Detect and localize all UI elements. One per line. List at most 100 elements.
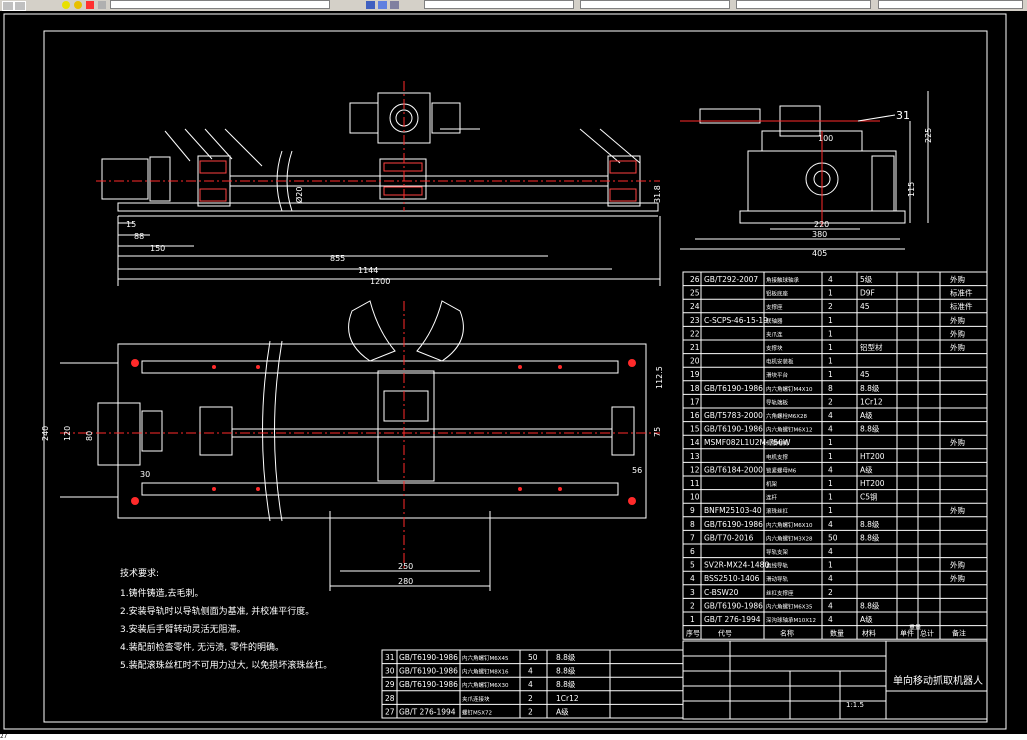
dim-88: 88 — [134, 232, 144, 241]
bom-cell-code: MSMF082L1U2M-750W — [704, 438, 791, 447]
bom-cell-code: GB/T6190-1986 — [704, 520, 763, 529]
bom2-cell-name: 螺钉M5X72 — [462, 708, 492, 716]
bom-cell-no: 25 — [690, 289, 700, 298]
dim-100: 100 — [818, 134, 833, 143]
bom-cell-name: 电机支撑 — [766, 453, 789, 461]
bom-cell-code: GB/T 276-1994 — [704, 615, 761, 624]
dim-220: 220 — [814, 220, 829, 229]
bom-cell-note: 外购 — [950, 315, 965, 325]
lock-icon[interactable] — [98, 1, 106, 9]
color-dropdown[interactable] — [424, 0, 574, 9]
side-view — [680, 91, 929, 250]
bom-cell-qty: 4 — [828, 574, 833, 583]
bom-cell-no: 1 — [690, 615, 695, 624]
bom-cell-name: 滑动导轨 — [766, 575, 789, 583]
bom-cell-no: 19 — [690, 370, 700, 379]
bom-cell-note: 外购 — [950, 505, 965, 515]
bom2-cell-qty: 4 — [528, 680, 533, 689]
toolbar-button-1[interactable] — [2, 1, 14, 11]
dim-1144: 1144 — [358, 266, 378, 275]
layer-states-icon[interactable] — [390, 1, 399, 9]
bom-cell-mat: 8.8级 — [860, 424, 880, 434]
command-line[interactable]: 27 — [0, 734, 1027, 740]
bom-cell-code: SV2R-MX24-1480 — [704, 561, 769, 570]
dim-1200: 1200 — [370, 277, 390, 286]
bom-cell-name: 电机安装板 — [766, 358, 794, 366]
dim-d20: Ø20 — [294, 187, 304, 203]
bom-cell-no: 10 — [690, 493, 700, 502]
bom2-cell-name: 内六角螺钉M8X16 — [462, 668, 509, 676]
dim-150: 150 — [150, 244, 165, 253]
dim-56: 56 — [632, 466, 642, 475]
bom2-cell-name: 内六角螺钉M6X45 — [462, 654, 509, 662]
bom-cell-note: 外购 — [950, 560, 965, 570]
bom-cell-code: C-BSW20 — [704, 588, 739, 597]
bom-cell-no: 2 — [690, 601, 695, 610]
bom-cell-name: 滑块平台 — [766, 371, 789, 379]
bom2-cell-code: GB/T6190-1986 — [399, 667, 458, 676]
linetype-dropdown[interactable] — [580, 0, 730, 9]
color-square-icon[interactable] — [86, 1, 94, 9]
bom-cell-qty: 1 — [828, 438, 833, 447]
bom-cell-no: 3 — [690, 588, 695, 597]
side-view-dimensions: 31 220 380 405 225 115 100 — [812, 109, 933, 258]
bom-cell-qty: 4 — [828, 465, 833, 474]
bom-cell-mat: 8.8级 — [860, 519, 880, 529]
bom-cell-no: 6 — [690, 547, 695, 556]
bom-cell-note: 外购 — [950, 342, 965, 352]
tech-note-5: 5.装配滚珠丝杠时不可用力过大, 以免损坏滚珠丝杠。 — [120, 659, 332, 671]
sun-icon[interactable] — [74, 1, 82, 9]
bom-cell-note: 外购 — [950, 328, 965, 338]
inner-frame — [43, 30, 988, 723]
drawing-title: 单向移动抓取机器人 — [893, 674, 983, 687]
bom-header-name: 名称 — [780, 629, 794, 638]
lightbulb-icon[interactable] — [62, 1, 70, 9]
bom-cell-qty: 1 — [828, 370, 833, 379]
bom-cell-no: 12 — [690, 465, 700, 474]
bom-cell-name: 滚珠丝杠 — [766, 507, 789, 515]
bom2-cell-qty: 2 — [528, 707, 533, 716]
layer-prev-icon[interactable] — [378, 1, 387, 9]
front-view — [96, 81, 661, 286]
bom-cell-qty: 4 — [828, 615, 833, 624]
outer-frame — [3, 13, 1007, 730]
bom-cell-code: GB/T292-2007 — [704, 275, 758, 284]
bom-cell-code: GB/T6190-1986 — [704, 384, 763, 393]
tech-note-2: 2.安装导轨时以导轨侧面为基准, 并校准平行度。 — [120, 605, 314, 617]
bom-cell-no: 24 — [690, 302, 700, 311]
bom-cell-code: GB/T6184-2000 — [704, 465, 763, 474]
bom-cell-qty: 1 — [828, 343, 833, 352]
dim-1125: 112.5 — [655, 366, 664, 389]
bom2-cell-mat: 8.8级 — [556, 679, 576, 689]
bom-header-mat: 材料 — [862, 629, 876, 638]
dim-120: 120 — [63, 426, 72, 441]
bom-cell-qty: 50 — [828, 533, 838, 542]
dim-75: 75 — [653, 427, 662, 437]
bom2-cell-qty: 2 — [528, 694, 533, 703]
layer-tool-icon[interactable] — [366, 1, 375, 9]
bom-cell-qty: 1 — [828, 289, 833, 298]
bom-header-code: 代号 — [718, 629, 732, 638]
bom-cell-qty: 1 — [828, 479, 833, 488]
bom-cell-name: 六角螺栓M6X28 — [766, 412, 808, 420]
bom-cell-name: 伺服电机 — [766, 439, 789, 447]
bom-cell-qty: 2 — [828, 302, 833, 311]
bom-header-wt: 重量 — [909, 624, 921, 632]
dim-240: 240 — [41, 426, 50, 441]
bom-cell-name: 锁紧螺母M6 — [766, 466, 797, 474]
bom2-cell-name: 夹爪连接块 — [462, 695, 490, 703]
dim-250: 250 — [398, 562, 413, 571]
drawing-canvas[interactable]: 855 1144 1200 150 88 15 Ø20 31.8 31 220 … — [0, 11, 1027, 734]
bom-cell-mat: 铝型材 — [860, 342, 883, 352]
lineweight-dropdown[interactable] — [736, 0, 871, 9]
bom2-cell-no: 30 — [385, 667, 395, 676]
bom-cell-name: 丝杠支撑座 — [766, 589, 794, 597]
toolbar-button-2[interactable] — [14, 1, 26, 11]
bom-cell-qty: 4 — [828, 547, 833, 556]
layer-dropdown[interactable] — [110, 0, 330, 9]
bom-cell-name: 内六角螺钉M6X35 — [766, 602, 813, 610]
plotstyle-dropdown[interactable] — [878, 0, 1023, 9]
bom2-cell-no: 27 — [385, 707, 395, 716]
cad-drawing[interactable]: 855 1144 1200 150 88 15 Ø20 31.8 31 220 … — [0, 11, 1027, 734]
